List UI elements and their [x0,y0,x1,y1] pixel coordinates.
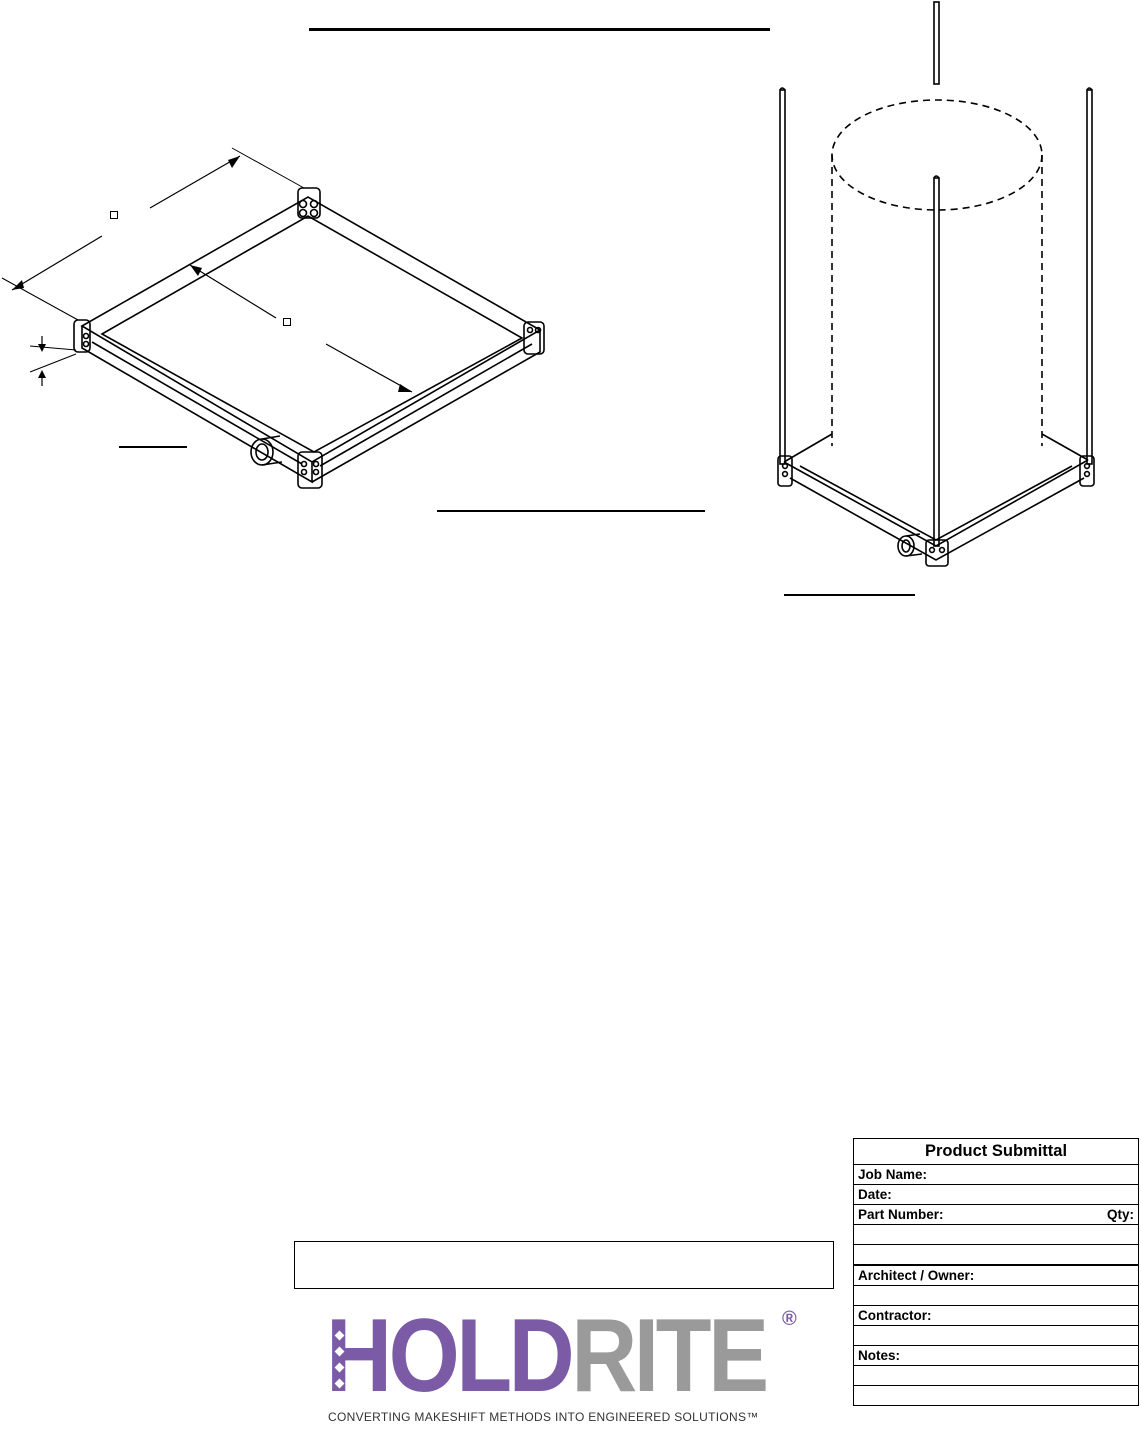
submittal-title: Product Submittal [854,1139,1138,1165]
callout-underline-right [784,594,915,596]
square-marker-icon [110,211,118,219]
contractor-line[interactable] [854,1326,1138,1346]
product-submittal-form: Product Submittal Job Name: Date: Part N… [853,1138,1139,1406]
contractor-field[interactable]: Contractor: [854,1306,1138,1326]
title-underline [309,28,770,31]
logo-tagline: CONVERTING MAKESHIFT METHODS INTO ENGINE… [328,1410,759,1424]
notes-label: Notes: [858,1348,901,1363]
job-name-label: Job Name: [858,1167,928,1182]
part-number-field[interactable]: Part Number: Qty: [854,1205,1138,1225]
callout-underline-left [119,446,187,448]
part-line-1[interactable] [854,1225,1138,1245]
logo-diamonds-icon [334,1330,345,1396]
qty-label: Qty: [1107,1207,1134,1222]
caption-underline [437,510,705,512]
architect-label: Architect / Owner: [858,1268,975,1283]
logo-rite: RITE [571,1298,769,1414]
part-line-2[interactable] [854,1245,1138,1266]
part-number-label: Part Number: [858,1207,944,1222]
architect-field[interactable]: Architect / Owner: [854,1266,1138,1286]
date-field[interactable]: Date: [854,1185,1138,1205]
logo-wordmark: HOLDRITE [326,1304,769,1408]
notes-line-2[interactable] [854,1386,1138,1405]
notes-line-1[interactable] [854,1366,1138,1386]
notice-box [294,1241,834,1289]
logo-hold: HOLD [326,1298,575,1414]
notes-field[interactable]: Notes: [854,1346,1138,1366]
contractor-label: Contractor: [858,1308,932,1323]
logo-registered-mark: ® [782,1308,797,1330]
holdrite-logo: HOLDRITE ® CONVERTING MAKESHIFT METHODS … [326,1304,806,1435]
square-marker-icon [283,318,291,326]
date-label: Date: [858,1187,892,1202]
architect-line[interactable] [854,1286,1138,1306]
job-name-field[interactable]: Job Name: [854,1165,1138,1185]
